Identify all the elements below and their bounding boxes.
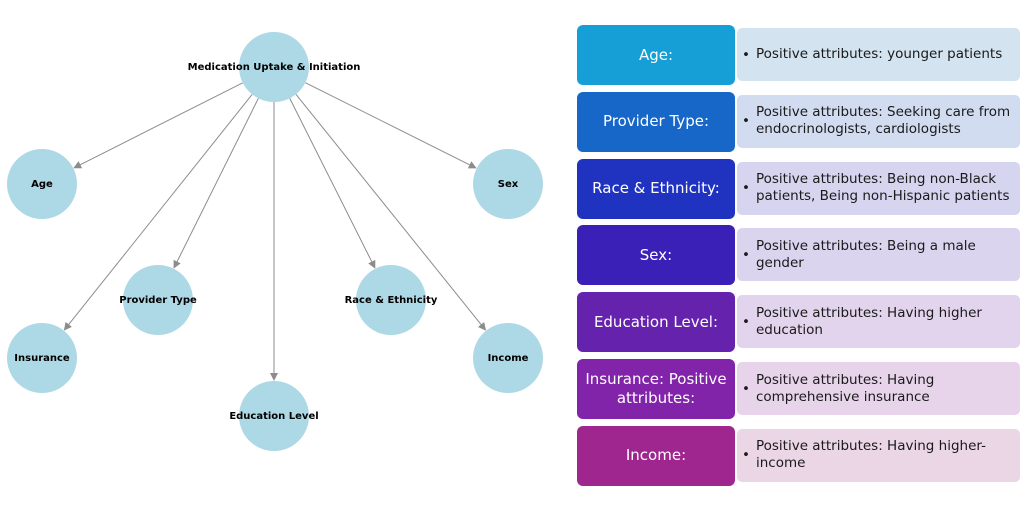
table-row: Income: • Positive attributes: Having high… <box>577 425 1020 486</box>
table-row: Sex: • Positive attributes: Being a male g… <box>577 225 1020 286</box>
description-text: Positive attributes: Being non-Black pat… <box>755 171 1010 205</box>
bullet-icon: • <box>742 46 750 63</box>
description-text: Positive attributes: Seeking care from e… <box>755 104 1011 138</box>
description-box: • Positive attributes: Being a male gende… <box>737 228 1020 282</box>
description-text: Positive attributes: Having higher-incom… <box>755 438 986 472</box>
description-box: • Positive attributes: Having higher-inco… <box>737 428 1020 482</box>
node-label-education-level: Education Level <box>229 411 318 422</box>
diagram-nodes: Medication Uptake & InitiationAgeProvide… <box>7 32 543 451</box>
table-row: Race & Ethnicity: • Positive attributes: B… <box>577 158 1020 219</box>
node-label-race-and-ethnicity: Race & Ethnicity <box>345 295 438 306</box>
table-row: Education Level: • Positive attributes: Ha… <box>577 292 1020 353</box>
node-sex <box>473 149 543 219</box>
node-label-sex: Sex <box>498 179 519 190</box>
table-row: Insurance: Positive attributes: • Positive… <box>577 359 1020 419</box>
category-label: Sex: <box>577 225 735 286</box>
diagram-edges <box>63 82 487 381</box>
bullet-icon: • <box>742 246 750 263</box>
category-label: Education Level: <box>577 292 735 353</box>
description-box: • Positive attributes: Being non-Black pa… <box>737 161 1020 215</box>
description-box: • Positive attributes: Having higher educ… <box>737 295 1020 349</box>
node-insurance <box>7 323 77 393</box>
node-root <box>239 32 309 102</box>
description-text: Positive attributes: younger patients <box>756 46 1003 62</box>
table-row: Age: • Positive attributes: younger patien… <box>577 25 1020 85</box>
node-label-insurance: Insurance <box>14 353 70 364</box>
node-income <box>473 323 543 393</box>
node-label-provider-type: Provider Type <box>119 295 197 306</box>
description-box: • Positive attributes: Having comprehensi… <box>737 362 1020 415</box>
category-label: Race & Ethnicity: <box>577 158 735 219</box>
description-box: • Positive attributes: Seeking care from … <box>737 94 1020 148</box>
description-text: Positive attributes: Having comprehensiv… <box>755 371 935 405</box>
node-race-and-ethnicity <box>356 265 426 335</box>
description-text: Positive attributes: Having higher educa… <box>755 304 982 338</box>
description-text: Positive attributes: Being a male gender <box>755 237 976 271</box>
bullet-icon: • <box>742 380 750 397</box>
bullet-icon: • <box>742 113 750 130</box>
bullet-icon: • <box>742 180 750 197</box>
network-diagram: Medication Uptake & InitiationAgeProvide… <box>7 32 543 451</box>
description-box: • Positive attributes: younger patients <box>737 28 1020 81</box>
node-label-root: Medication Uptake & Initiation <box>188 62 361 73</box>
edge-sex <box>305 82 477 169</box>
bullet-icon: • <box>742 447 750 464</box>
node-provider-type <box>123 265 193 335</box>
category-label: Insurance: Positive attributes: <box>577 359 735 419</box>
edge-income <box>295 93 487 331</box>
node-age <box>7 149 77 219</box>
edge-insurance <box>63 94 253 331</box>
node-label-age: Age <box>31 179 53 190</box>
bullet-icon: • <box>742 313 750 330</box>
node-education-level <box>239 381 309 451</box>
category-label: Age: <box>577 25 735 85</box>
edge-provider-type <box>173 98 259 269</box>
node-label-income: Income <box>488 353 529 364</box>
table-row: Provider Type: • Positive attributes: Seek… <box>577 91 1020 152</box>
edge-age <box>73 82 243 169</box>
category-label: Provider Type: <box>577 91 735 152</box>
edge-race-and-ethnicity <box>289 98 376 269</box>
category-label: Income: <box>577 425 735 486</box>
